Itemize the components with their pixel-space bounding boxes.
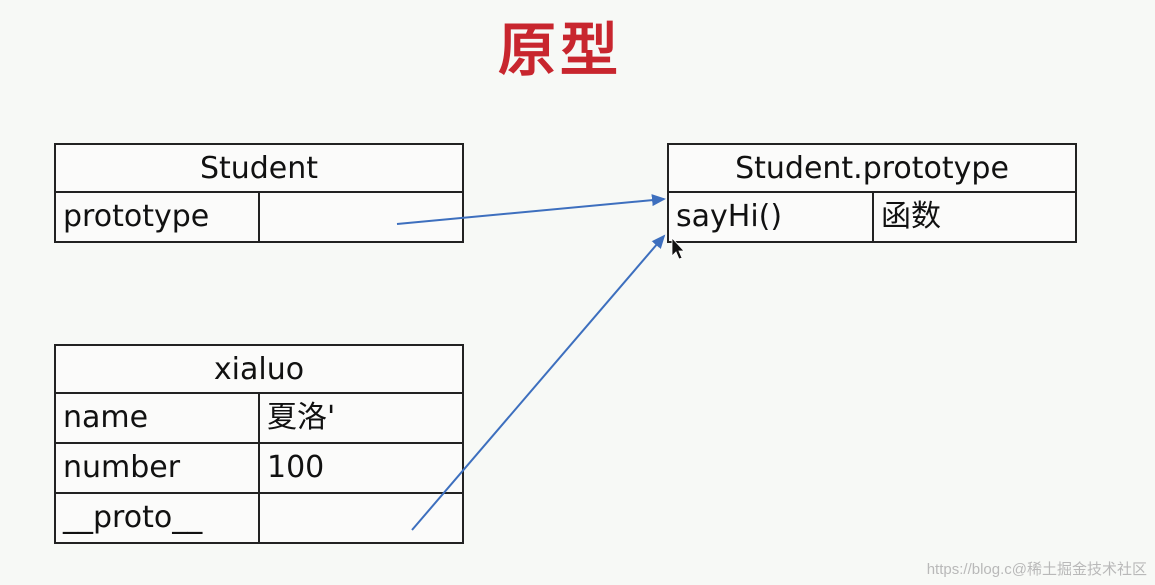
student-prototype-key: prototype <box>56 193 260 241</box>
xialuo-header: xialuo <box>56 346 462 394</box>
sayhi-value: 函数 <box>881 199 941 234</box>
table-row: __proto__ <box>56 494 462 542</box>
student-header: Student <box>56 145 462 193</box>
name-value: 夏洛' <box>267 400 336 435</box>
table-row: name 夏洛' <box>56 394 462 444</box>
number-value: 100 <box>267 450 325 485</box>
table-row: prototype <box>56 193 462 241</box>
student-prototype-table: Student.prototype sayHi() 函数 <box>667 143 1077 243</box>
number-key: number <box>56 444 260 492</box>
arrow-proto-to-student-prototype <box>411 234 666 531</box>
page-title: 原型 <box>497 16 622 84</box>
name-key: name <box>56 394 260 442</box>
sayhi-key: sayHi() <box>669 193 874 241</box>
table-row: sayHi() 函数 <box>669 193 1075 241</box>
student-prototype-header: Student.prototype <box>669 145 1075 193</box>
student-table: Student prototype <box>54 143 464 243</box>
xialuo-table: xialuo name 夏洛' number 100 __proto__ <box>54 344 464 544</box>
cursor-icon <box>671 236 685 260</box>
arrow-prototype-to-student-prototype <box>396 194 666 225</box>
watermark: https://blog.c@稀土掘金技术社区 <box>926 561 1147 578</box>
proto-key: __proto__ <box>56 494 260 542</box>
table-row: number 100 <box>56 444 462 494</box>
